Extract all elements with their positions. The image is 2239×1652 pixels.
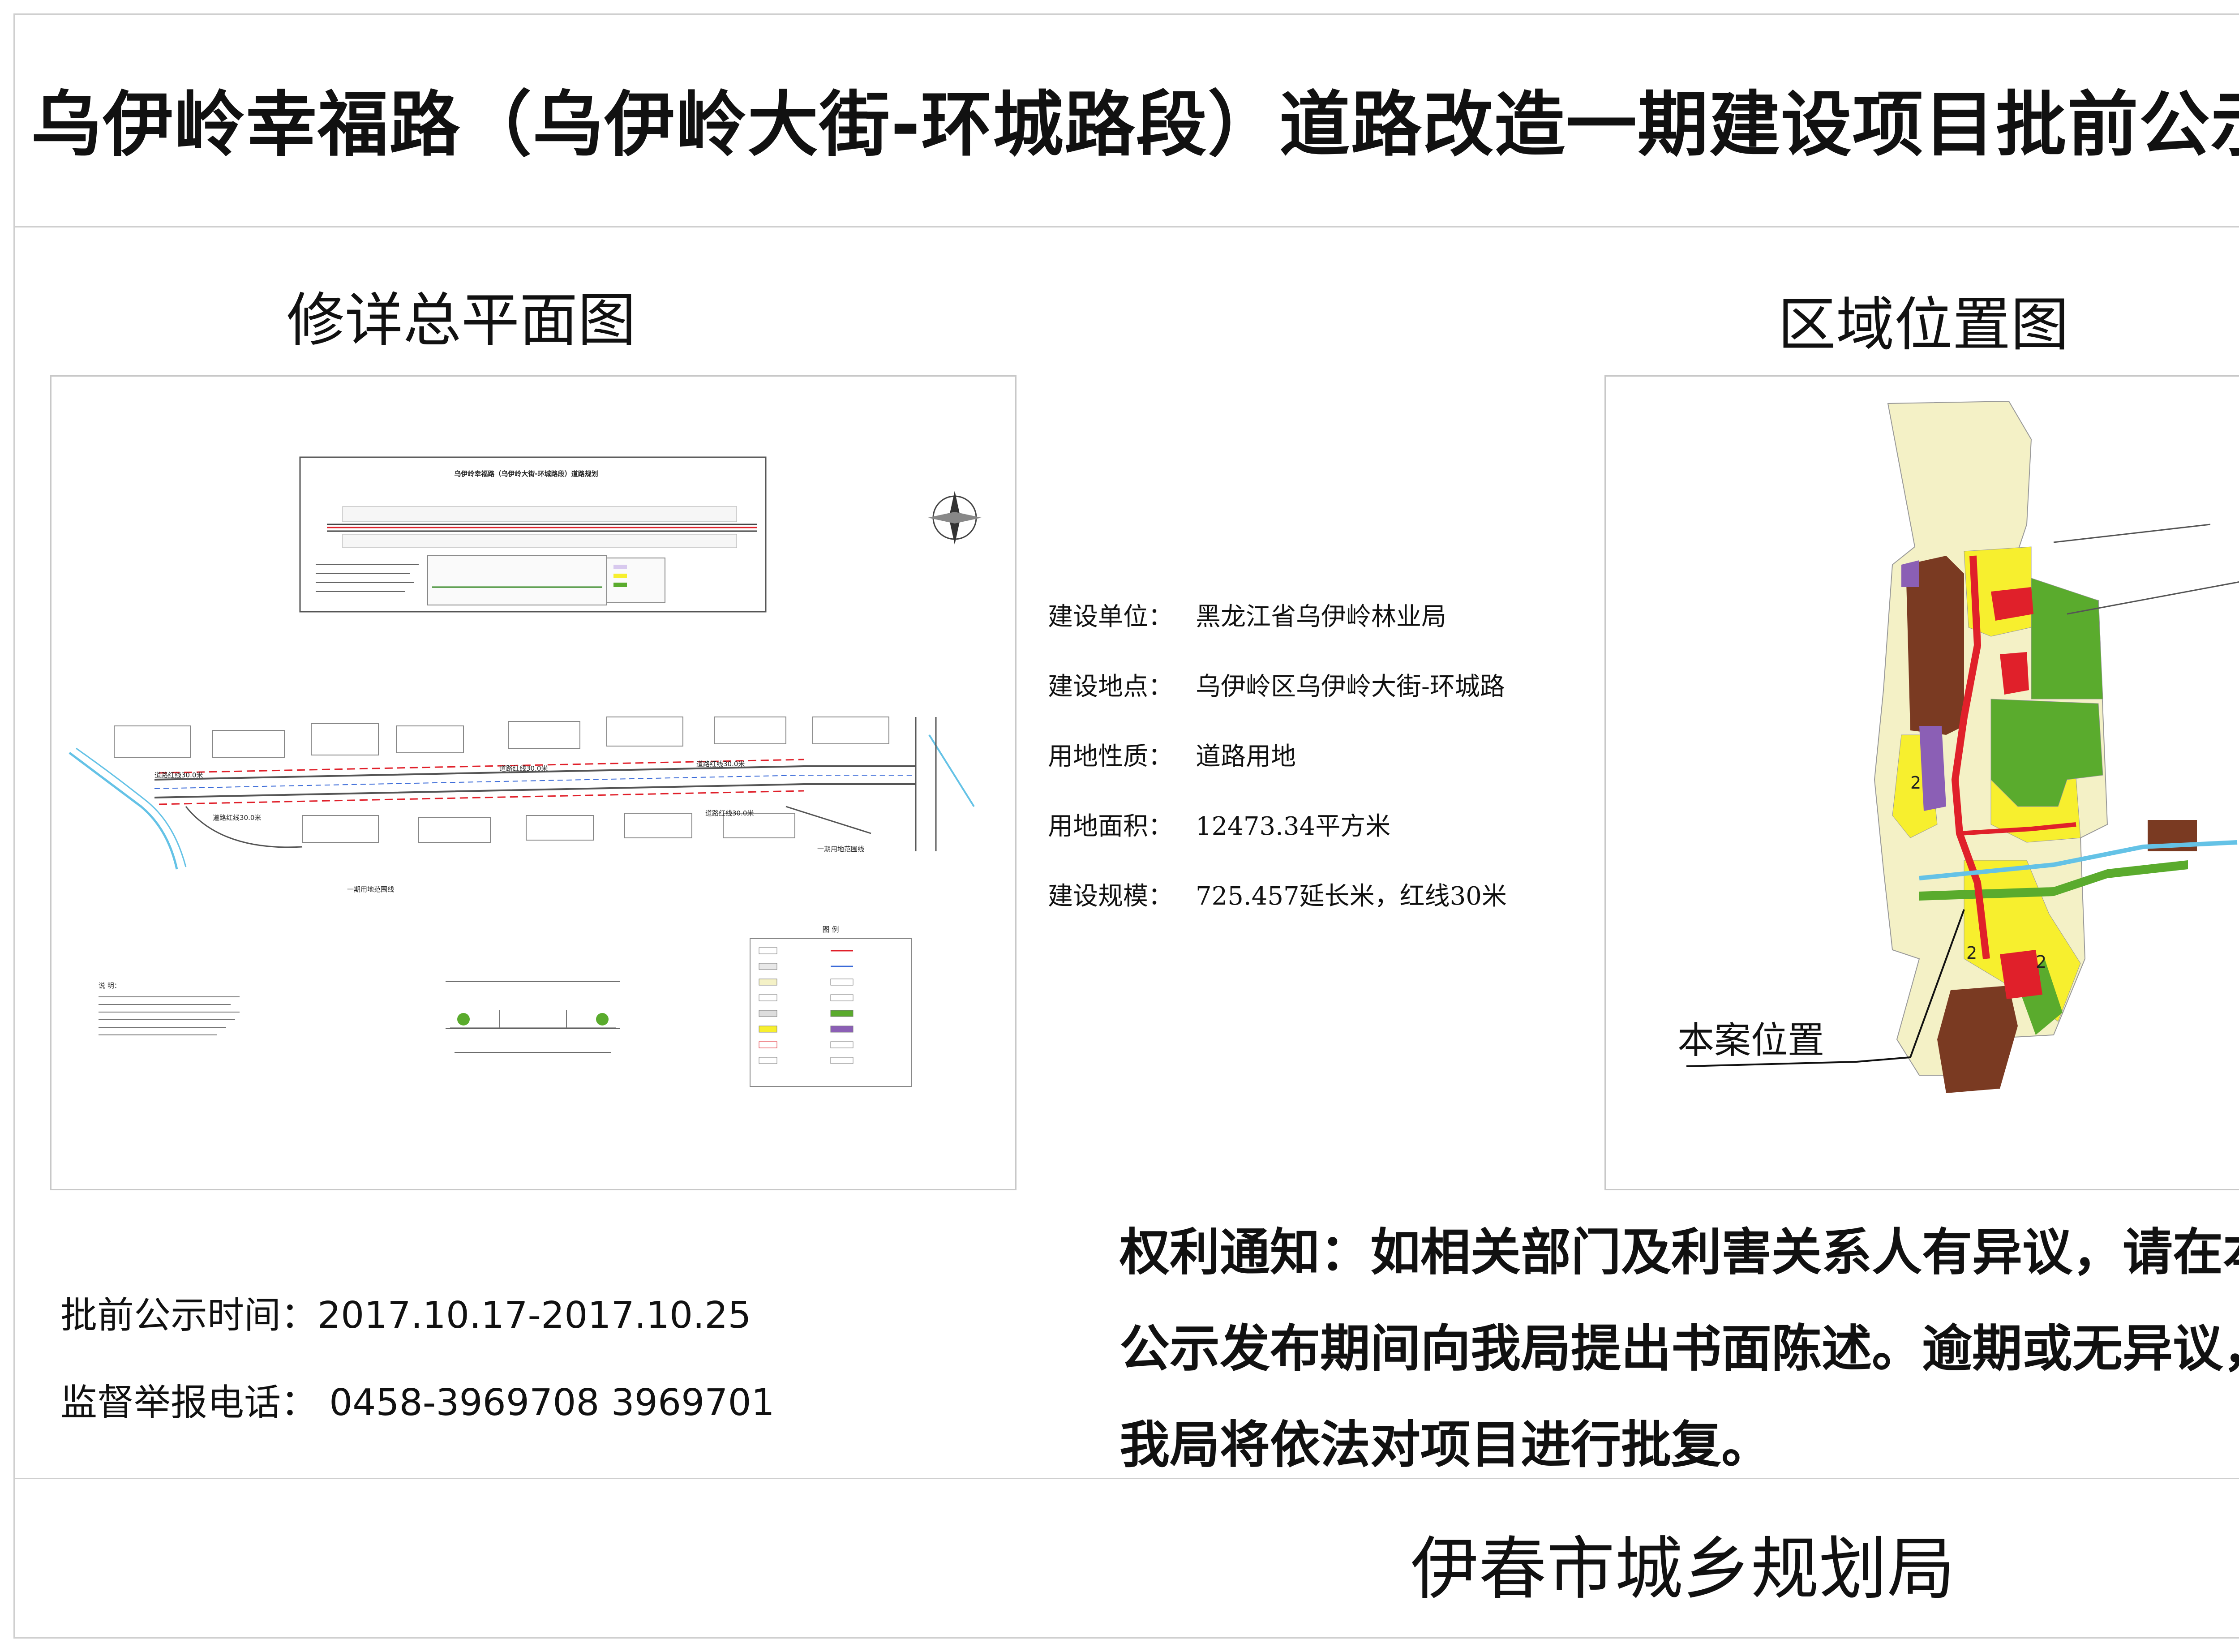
location-map: 2 2 2 本案位置 bbox=[1677, 400, 2239, 1093]
info-row: 用地面积： 12473.34平方米 bbox=[1048, 792, 1507, 862]
info-value: 乌伊岭区乌伊岭大街-环城路 bbox=[1196, 672, 1505, 701]
info-key: 建设单位： bbox=[1048, 602, 1173, 631]
page-title: 乌伊岭幸福路（乌伊岭大街-环城路段）道路改造一期建设项目批前公示 bbox=[31, 84, 2239, 166]
rights-notice: 权利通知：如相关部门及利害关系人有异议，请在本公示发布期间向我局提出书面陈述。逾… bbox=[1120, 1223, 2239, 1474]
info-value: 12473.34平方米 bbox=[1196, 812, 1391, 841]
hotline: 监督举报电话： 0458-3969708 3969701 bbox=[60, 1382, 775, 1424]
red-line-label: 道路红线30.0米 bbox=[154, 771, 203, 779]
footer-divider bbox=[13, 1478, 2239, 1479]
river bbox=[69, 752, 178, 870]
location-map-panel: 2 2 2 本案位置 bbox=[1604, 375, 2239, 1190]
info-row: 用地性质： 道路用地 bbox=[1048, 722, 1507, 792]
map-red-area bbox=[1991, 587, 2033, 621]
phase-boundary-label: 一期用地范围线 bbox=[347, 885, 394, 893]
legend-title: 图 例 bbox=[822, 925, 839, 934]
map-number-label: 2 bbox=[1966, 943, 1977, 963]
master-plan-panel: 乌伊岭幸福路（乌伊岭大街-环城路段）道路规划 bbox=[50, 375, 1017, 1190]
info-value: 黑龙江省乌伊岭林业局 bbox=[1196, 602, 1446, 631]
north-arrow-icon bbox=[928, 491, 982, 545]
surrounding-buildings bbox=[114, 717, 889, 843]
info-row: 建设规模： 725.457延长米，红线30米 bbox=[1048, 862, 1507, 931]
red-line-label: 道路红线30.0米 bbox=[499, 764, 548, 772]
info-key: 建设地点： bbox=[1048, 672, 1173, 701]
page-frame bbox=[13, 13, 2239, 1639]
publicity-period: 批前公示时间：2017.10.17-2017.10.25 bbox=[60, 1294, 751, 1337]
info-key: 用地面积： bbox=[1048, 812, 1173, 841]
phase-boundary-label: 一期用地范围线 bbox=[817, 845, 864, 853]
plan-notes: 说 明： bbox=[99, 982, 240, 1035]
road-cross-section bbox=[446, 981, 620, 1053]
map-brown-area bbox=[1906, 556, 1964, 735]
map-green-area bbox=[2031, 578, 2103, 699]
red-line-label: 道路红线30.0米 bbox=[705, 809, 754, 817]
map-purple-area bbox=[1919, 726, 1946, 811]
info-key: 建设规模： bbox=[1048, 882, 1173, 911]
plan-section-title: 修详总平面图 bbox=[287, 286, 636, 354]
inset-plan-sheet: 乌伊岭幸福路（乌伊岭大街-环城路段）道路规划 bbox=[299, 456, 767, 613]
plan-legend: 图 例 bbox=[750, 925, 912, 1087]
location-marker-label: 本案位置 bbox=[1677, 1019, 1824, 1062]
main-road bbox=[154, 717, 937, 851]
red-line-label: 道路红线30.0米 bbox=[696, 760, 745, 768]
map-river bbox=[1919, 840, 2238, 880]
red-line-label: 道路红线30.0米 bbox=[213, 814, 261, 822]
master-plan-drawing: 乌伊岭幸福路（乌伊岭大街-环城路段）道路规划 bbox=[69, 456, 982, 1087]
info-value: 道路用地 bbox=[1196, 742, 1296, 771]
location-marker-leader bbox=[1856, 909, 1965, 1063]
notes-title: 说 明： bbox=[99, 982, 121, 990]
issuing-organization: 伊春市城乡规划局 bbox=[1411, 1529, 1955, 1609]
map-number-label: 2 bbox=[2036, 952, 2046, 972]
location-section-title: 区域位置图 bbox=[1778, 291, 2069, 359]
map-main-road bbox=[1951, 555, 1990, 959]
project-info: 建设单位： 黑龙江省乌伊岭林业局 建设地点： 乌伊岭区乌伊岭大街-环城路 用地性质：… bbox=[1048, 582, 1507, 931]
info-row: 建设地点： 乌伊岭区乌伊岭大街-环城路 bbox=[1048, 652, 1507, 722]
inset-plan-title: 乌伊岭幸福路（乌伊岭大街-环城路段）道路规划 bbox=[454, 470, 598, 478]
info-value: 725.457延长米，红线30米 bbox=[1196, 882, 1507, 911]
map-number-label: 2 bbox=[1910, 773, 1921, 793]
info-key: 用地性质： bbox=[1048, 742, 1173, 771]
header-divider bbox=[13, 226, 2239, 227]
info-row: 建设单位： 黑龙江省乌伊岭林业局 bbox=[1048, 582, 1507, 652]
